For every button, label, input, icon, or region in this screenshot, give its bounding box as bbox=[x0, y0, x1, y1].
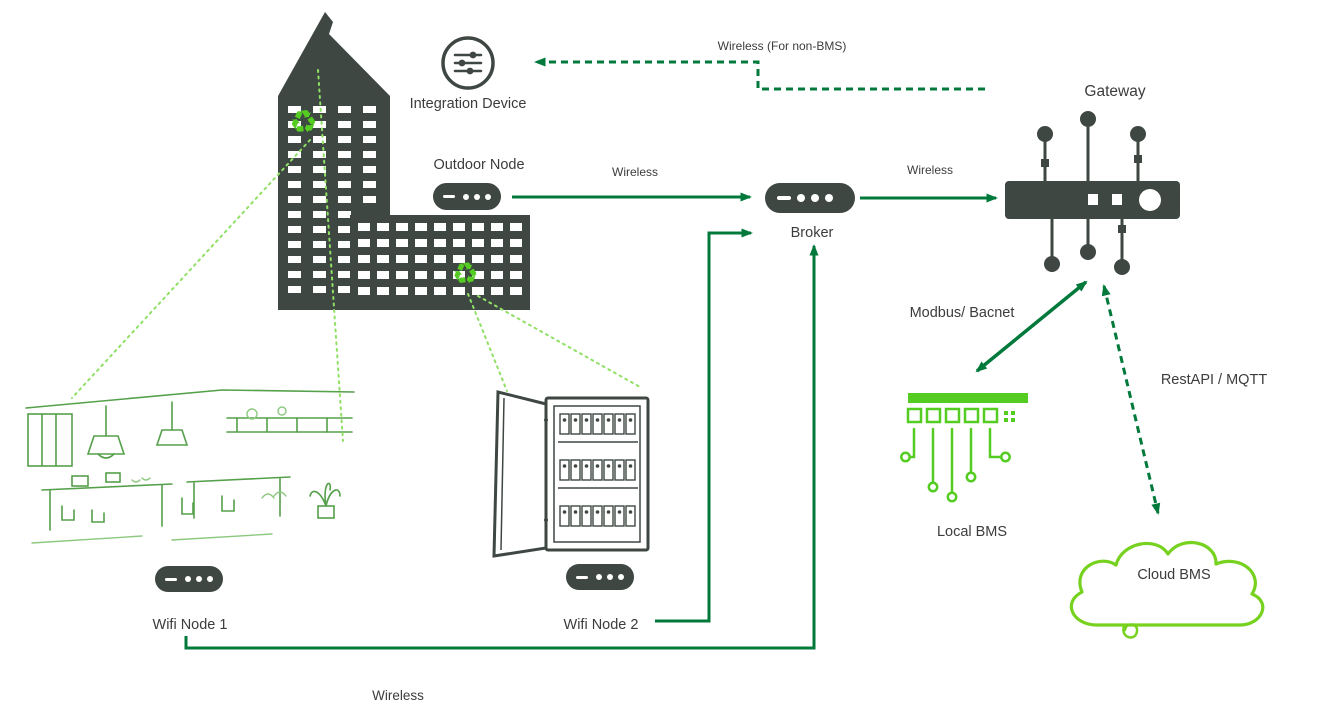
local-bms-label: Local BMS bbox=[936, 524, 1008, 540]
pill-dash bbox=[165, 577, 177, 581]
coverage-dotted-lines bbox=[71, 69, 641, 442]
pill-dot bbox=[474, 193, 480, 200]
pill-dot bbox=[207, 576, 213, 582]
broker-label: Broker bbox=[790, 225, 834, 241]
wireless-non-bms-label: Wireless (For non-BMS) bbox=[717, 39, 847, 53]
wireless-outdoor-broker-label: Wireless bbox=[611, 165, 659, 179]
office-sketch bbox=[25, 389, 355, 544]
pill-dot bbox=[797, 194, 805, 202]
pill-dot bbox=[596, 574, 602, 580]
gateway-icon bbox=[1005, 111, 1180, 275]
outdoor-node-label: Outdoor Node bbox=[433, 157, 525, 173]
arrow-wireless-non-bms bbox=[534, 57, 985, 91]
annex-windows bbox=[358, 223, 522, 295]
electrical-panel-sketch bbox=[492, 390, 650, 558]
wifi-node-1-label: Wifi Node 1 bbox=[152, 617, 228, 633]
wireless-broker-gateway-label: Wireless bbox=[906, 163, 954, 177]
restapi-mqtt-label: RestAPI / MQTT bbox=[1160, 372, 1268, 388]
local-bms-icon bbox=[900, 393, 1028, 503]
arrow-restapi-mqtt bbox=[1101, 284, 1161, 515]
wifi-node-1-device bbox=[155, 566, 223, 592]
gateway-label: Gateway bbox=[1084, 83, 1146, 100]
integration-device-label: Integration Device bbox=[409, 96, 527, 112]
pill-dot bbox=[825, 194, 833, 202]
modbus-bacnet-label: Modbus/ Bacnet bbox=[909, 305, 1015, 321]
pill-dot bbox=[811, 194, 819, 202]
pill-dot bbox=[485, 193, 491, 200]
cloud-bms-label: Cloud BMS bbox=[1137, 567, 1211, 583]
pill-dot bbox=[607, 574, 613, 580]
broker-device bbox=[765, 183, 855, 213]
building-illustration bbox=[278, 12, 530, 310]
tower-windows bbox=[288, 106, 376, 293]
wifi-node-2-device bbox=[566, 564, 634, 590]
breaker-row bbox=[559, 413, 636, 435]
pill-dot bbox=[196, 576, 202, 582]
arrow-wifi2-to-broker bbox=[655, 228, 753, 623]
breaker-row bbox=[559, 505, 636, 527]
arrow-modbus-bacnet bbox=[975, 280, 1088, 373]
breaker-row bbox=[559, 459, 636, 481]
wireless-bottom-label: Wireless bbox=[372, 688, 424, 703]
pill-dot bbox=[185, 576, 191, 582]
arrow-wifi1-to-broker bbox=[184, 244, 819, 650]
pill-dash bbox=[777, 196, 791, 200]
pill-dot bbox=[463, 193, 469, 200]
wifi-node-2-label: Wifi Node 2 bbox=[563, 617, 639, 633]
pill-dot bbox=[618, 574, 624, 580]
recycle-icon: ♻ bbox=[287, 102, 320, 142]
pill-dash bbox=[443, 195, 455, 198]
integration-device-icon bbox=[441, 36, 495, 90]
pill-dash bbox=[576, 575, 588, 579]
recycle-icon: ♻ bbox=[450, 256, 481, 293]
outdoor-node-device bbox=[433, 183, 501, 210]
cloud-curl bbox=[1122, 623, 1139, 639]
cloud-bms-shape bbox=[1069, 540, 1265, 639]
